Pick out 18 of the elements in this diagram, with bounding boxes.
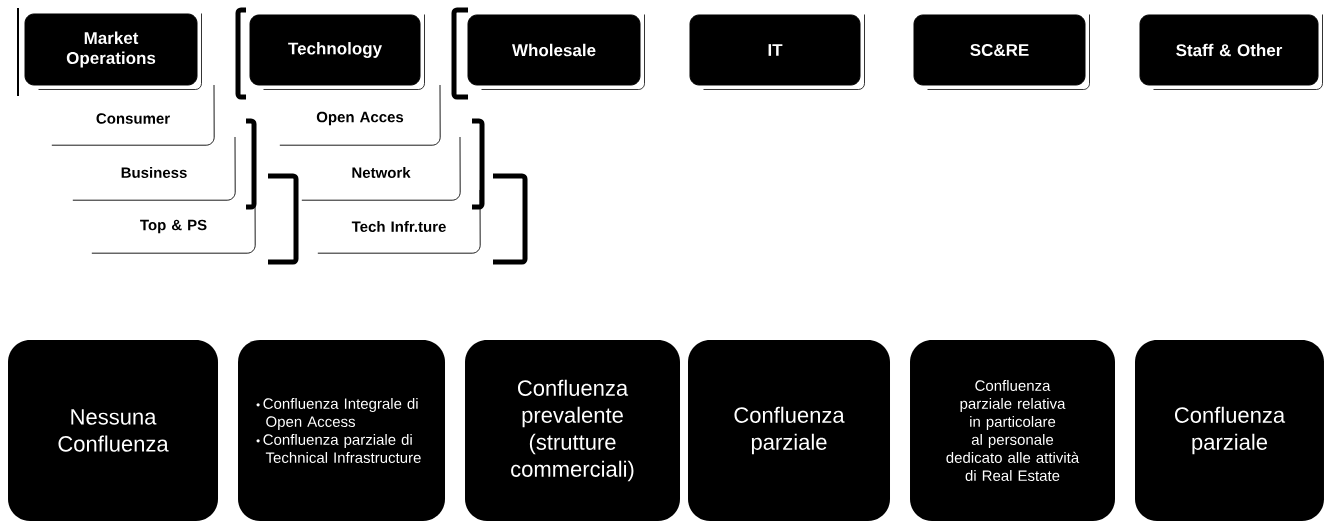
header-box: Technology: [249, 14, 425, 90]
sub-item-label: Top & PS: [91, 189, 256, 254]
header-box: Staff & Other: [1139, 14, 1323, 90]
result-box: Confluenza parziale: [688, 340, 890, 521]
result-box: Nessuna Confluenza: [8, 340, 218, 521]
header-box: IT: [689, 14, 865, 90]
sub-item-label: Tech Infr.ture: [317, 189, 481, 254]
sub-item-label: Business: [72, 136, 236, 201]
header-box: Wholesale: [467, 14, 645, 90]
header-box: Market Operations: [24, 13, 202, 90]
header-box: SC&RE: [913, 14, 1090, 90]
sub-item-label: Open Acces: [279, 84, 441, 146]
result-box: Confluenza Integrale di Open Access Confluenza parziale di Technical Infrastructure: [238, 340, 445, 521]
sub-item-label: Consumer: [51, 84, 215, 146]
sub-item-label: Network: [301, 136, 461, 201]
result-box: Confluenza prevalente (strutture commerciali): [465, 340, 680, 521]
result-box: Confluenza parziale relativa in particolare al personale dedicato alle attività di Real Estate: [910, 340, 1115, 521]
result-box: Confluenza parziale: [1135, 340, 1324, 521]
